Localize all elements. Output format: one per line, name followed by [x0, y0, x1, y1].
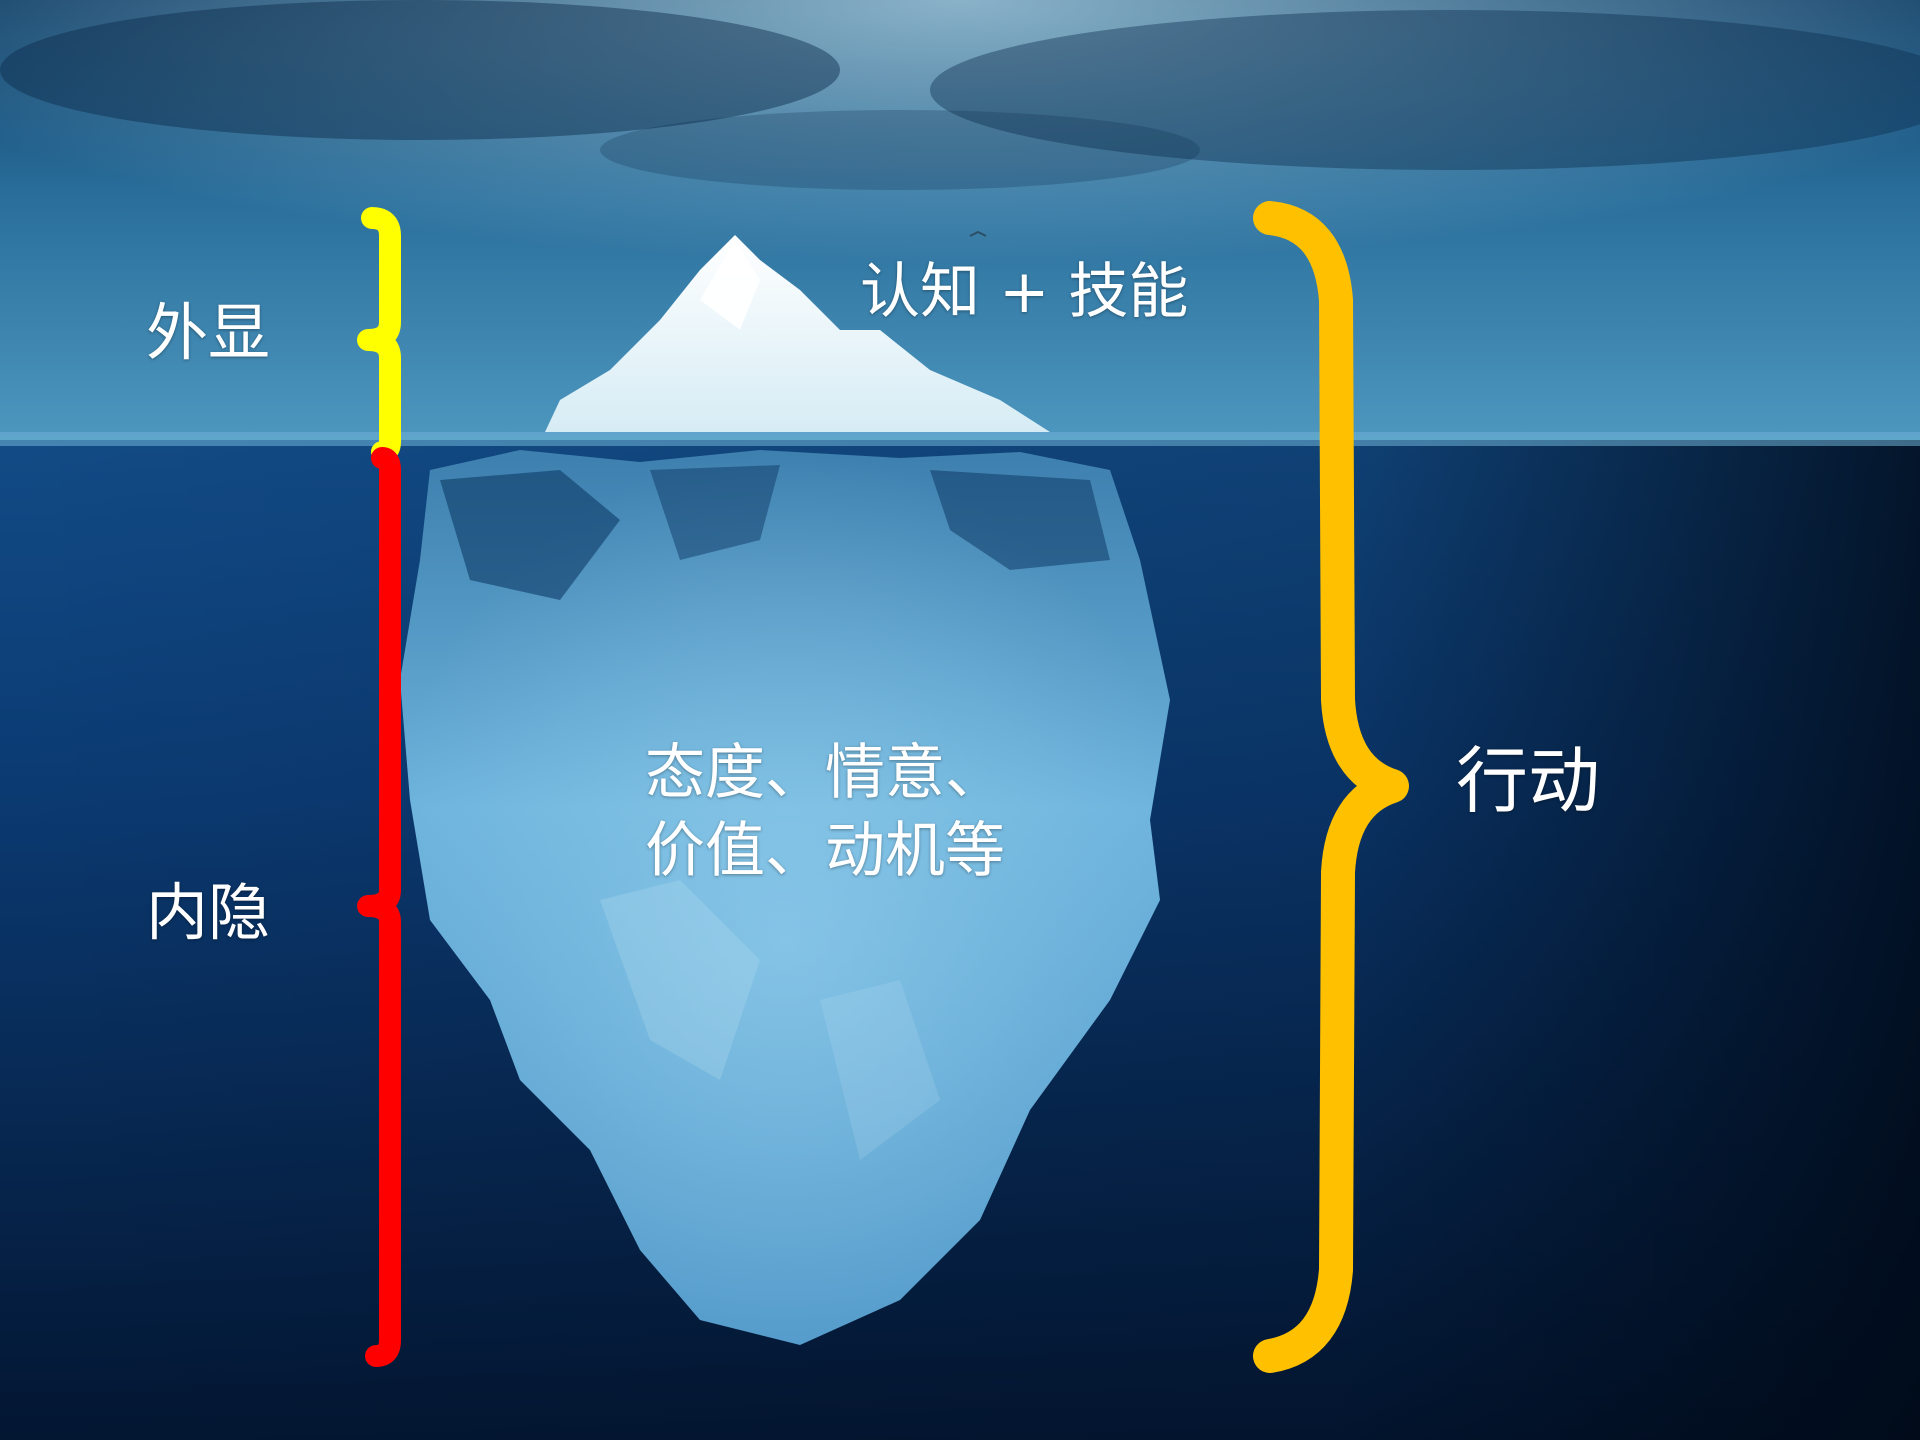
water-surface [0, 432, 1920, 446]
iceberg-glow [400, 450, 1170, 1345]
ice-highlight [600, 880, 760, 1080]
tip-highlight [700, 240, 760, 330]
action-brace [1253, 201, 1409, 1373]
above-water-label: 认知 + 技能 [860, 257, 1189, 327]
visible-bracket [357, 207, 401, 463]
ice-shadow [650, 465, 780, 560]
visible-label: 外显 [146, 296, 271, 369]
action-label: 行动 [1456, 739, 1601, 823]
ice-shadow [930, 470, 1110, 570]
below-water-label-line1: 态度、情意、 [645, 738, 1005, 808]
below-water-label: 态度、情意、 价值、动机等 [645, 734, 1005, 890]
sunlight [0, 0, 1920, 440]
ice-shadow [440, 470, 620, 600]
bird-icon [969, 230, 987, 237]
hidden-label: 内隐 [146, 876, 271, 949]
cloud [930, 10, 1920, 170]
cloud [600, 110, 1200, 190]
hidden-bracket [357, 447, 401, 1367]
below-water-label-line2: 价值、动机等 [645, 816, 1005, 886]
iceberg-tip [545, 235, 1050, 432]
cloud [0, 0, 840, 140]
ice-highlight [820, 980, 940, 1160]
